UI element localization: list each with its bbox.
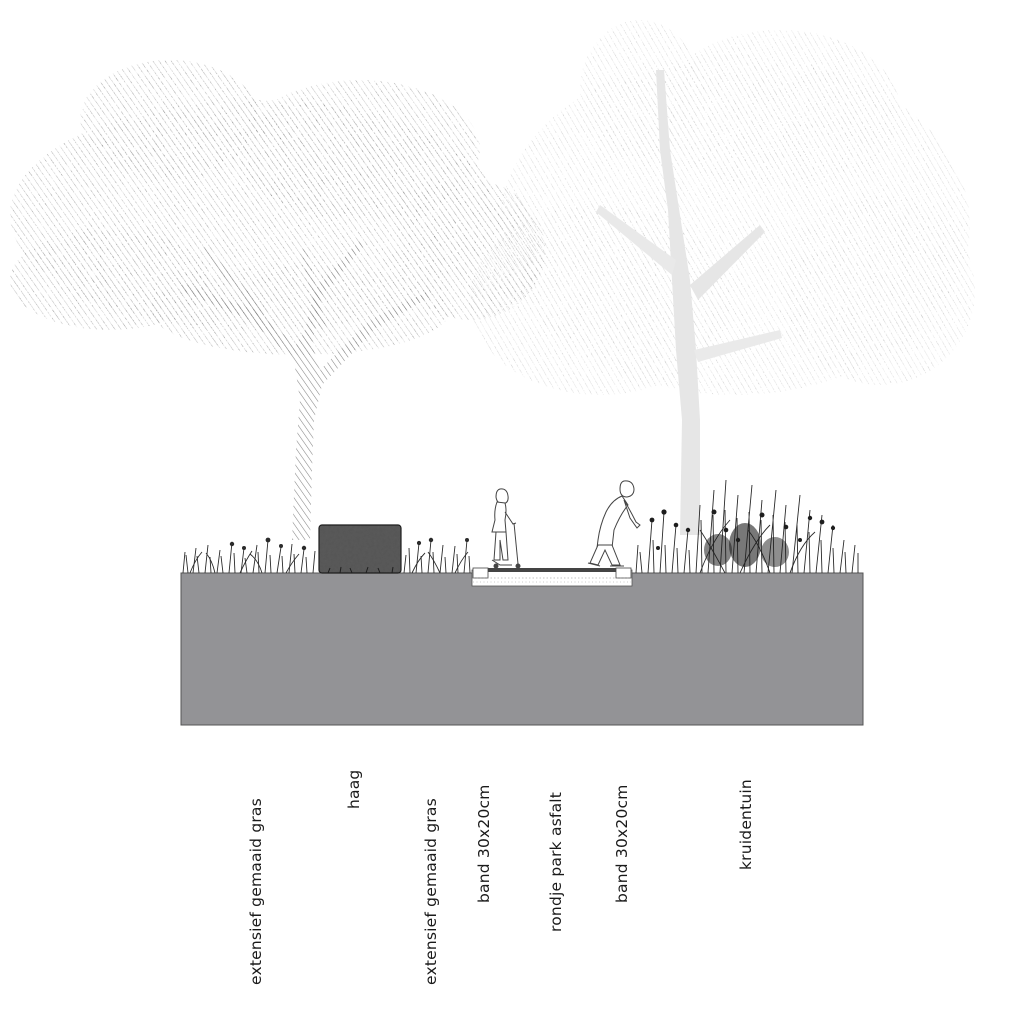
tree-left-trunk — [180, 240, 432, 540]
tree-right-canopy — [470, 20, 975, 395]
label-herb-garden: kruidentuin — [737, 779, 755, 870]
tree-right-trunk — [596, 70, 782, 535]
figure-child-scooter — [491, 488, 521, 569]
label-hedge: haag — [345, 770, 363, 809]
label-path: rondje park asfalt — [547, 792, 565, 932]
herb-garden-vegetation — [635, 479, 859, 574]
label-curb-left: band 30x20cm — [475, 784, 493, 903]
tree-left-canopy — [10, 60, 545, 355]
hedge-shrub — [318, 524, 402, 574]
tree-left — [10, 60, 545, 540]
label-curb-right: band 30x20cm — [613, 784, 631, 903]
label-grass-right: extensief gemaaid gras — [422, 798, 440, 985]
soil-block — [180, 572, 864, 726]
figure-adult-gardener — [587, 480, 641, 567]
label-grass-left: extensief gemaaid gras — [247, 798, 265, 985]
tree-right — [470, 20, 975, 535]
ground-section — [180, 567, 864, 726]
section-labels: extensief gemaaid gras haag extensief ge… — [247, 770, 755, 985]
grass-right-vegetation — [403, 537, 471, 574]
grass-left-vegetation — [182, 537, 316, 574]
path-construction — [471, 567, 633, 587]
